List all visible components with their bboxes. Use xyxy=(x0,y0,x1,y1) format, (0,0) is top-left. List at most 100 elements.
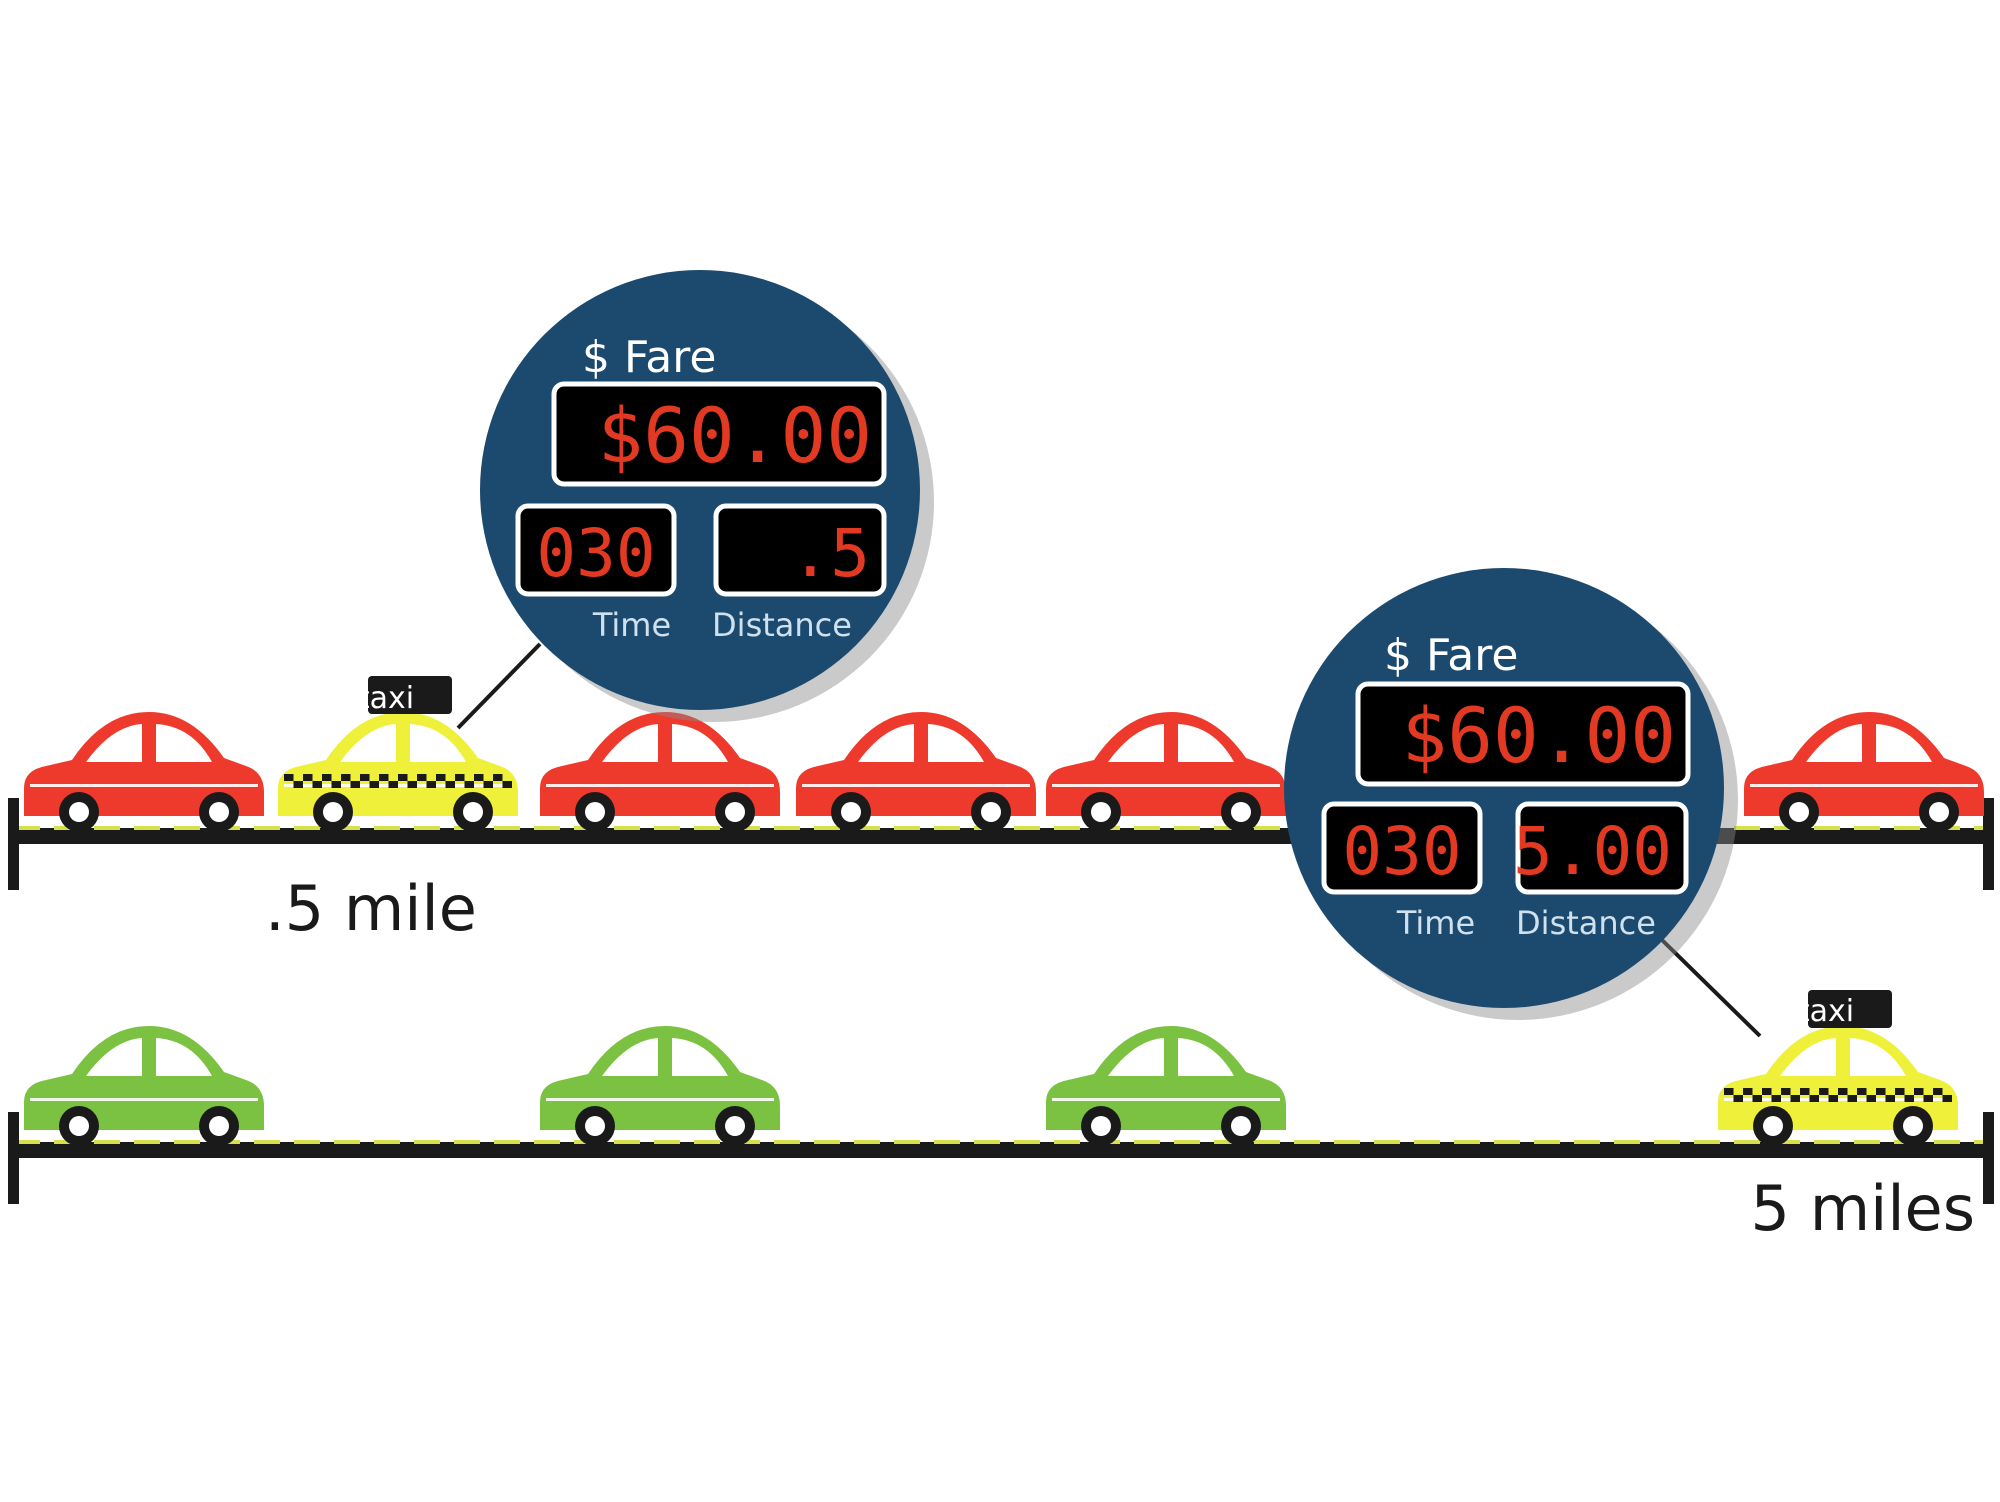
bottom-taxi-car-checker xyxy=(1790,1095,1800,1102)
bottom-taxi-car-checker xyxy=(1866,1095,1876,1102)
top-taxi-car-checker xyxy=(474,774,484,781)
bottom-taxi-car-checker-band xyxy=(1724,1088,1952,1102)
top-meter-time-label: Time xyxy=(592,606,671,644)
bottom-taxi-car-checker xyxy=(1781,1088,1791,1095)
bottom-taxi-car-checker xyxy=(1724,1088,1734,1095)
green-car-3-front-window xyxy=(1108,1038,1164,1076)
top-meter-distance-value: .5 xyxy=(791,515,870,592)
red-car-4-body xyxy=(1046,712,1286,816)
top-taxi-car-checker xyxy=(483,781,493,788)
bottom-taxi-car-checker xyxy=(1923,1095,1933,1102)
bottom-road xyxy=(8,1112,1994,1204)
top-meter-disc xyxy=(480,270,920,710)
red-car-5-body xyxy=(1744,712,1984,816)
top-taxi-car-checker xyxy=(388,781,398,788)
green-cars xyxy=(24,1026,1286,1146)
red-car-4-front-window xyxy=(1108,724,1164,762)
top-taxi-car-checker xyxy=(341,774,351,781)
bottom-taxi-car-checker xyxy=(1819,1088,1829,1095)
top-taxi-car-checker xyxy=(445,781,455,788)
green-car-3-rear-window xyxy=(1178,1038,1234,1076)
green-car-1-front-wheel-hub xyxy=(69,1116,89,1136)
green-car-1-front-window xyxy=(86,1038,142,1076)
bottom-taxi-car-rear-window xyxy=(1850,1038,1906,1076)
top-taxi-car-checker xyxy=(493,774,503,781)
bottom-taxi-car-checker xyxy=(1933,1088,1943,1095)
top-taxi-car-checker xyxy=(303,774,313,781)
bottom-taxi-sign-text: taxi xyxy=(1798,994,1854,1029)
red-car-1-body xyxy=(24,712,264,816)
bottom-meter-distance-label: Distance xyxy=(1516,904,1656,942)
green-car-2-front-wheel-hub xyxy=(585,1116,605,1136)
top-taxi-car-checker xyxy=(436,774,446,781)
bottom-taxi-car xyxy=(1718,990,1958,1146)
top-taxi-car-checker xyxy=(417,774,427,781)
green-car-2-rear-window xyxy=(672,1038,728,1076)
red-car-5-rear-window xyxy=(1876,724,1932,762)
green-car-1-trim xyxy=(30,1098,258,1101)
top-meter-time-display xyxy=(515,503,677,597)
red-car-3-body xyxy=(796,712,1036,816)
green-car-2-body xyxy=(540,1026,780,1130)
red-car-2-front-wheel-hub xyxy=(585,802,605,822)
red-car-4-trim xyxy=(1052,784,1280,787)
bottom-taxi-car-checker xyxy=(1771,1095,1781,1102)
green-car-1-rear-wheel-hub xyxy=(209,1116,229,1136)
top-taxi-car-roof-sign xyxy=(368,676,452,714)
bottom-meter-fare-display xyxy=(1355,681,1691,787)
top-meter-distance-label: Distance xyxy=(712,606,852,644)
top-taxi-car-front-window xyxy=(340,724,396,762)
bottom-meter-fare-label: $ Fare xyxy=(1384,630,1518,681)
red-car-4-front-wheel-hub xyxy=(1091,802,1111,822)
bottom-taxi-car-checker xyxy=(1876,1088,1886,1095)
bottom-taxi-car-checker xyxy=(1895,1088,1905,1095)
red-car-2-rear-window xyxy=(672,724,728,762)
top-taxi-car-checker xyxy=(360,774,370,781)
red-car-3-front-wheel-hub xyxy=(841,802,861,822)
top-taxi-car-front-wheel-hub xyxy=(323,802,343,822)
top-taxi-car-checker xyxy=(331,781,341,788)
green-car-1-rear-window xyxy=(156,1038,212,1076)
green-car-2-front-window xyxy=(602,1038,658,1076)
bottom-taxi-car-checker xyxy=(1904,1095,1914,1102)
top-road-distance-label: .5 mile xyxy=(265,872,477,945)
green-car-3 xyxy=(1046,1026,1286,1146)
bottom-taxi-car-checker xyxy=(1914,1088,1924,1095)
red-car-3-front-window xyxy=(858,724,914,762)
green-car-3-body xyxy=(1046,1026,1286,1130)
top-taxi-car-body xyxy=(278,712,518,816)
bottom-taxi-car-checker xyxy=(1762,1088,1772,1095)
bottom-meter-time-value: 030 xyxy=(1342,813,1461,890)
red-car-1-front-wheel-hub xyxy=(69,802,89,822)
bottom-taxi-car-checker xyxy=(1857,1088,1867,1095)
bottom-meter-fare-value: $60.00 xyxy=(1401,691,1676,780)
green-car-1 xyxy=(24,1026,264,1146)
top-taxi-car-checker xyxy=(369,781,379,788)
red-car-1-front-window xyxy=(86,724,142,762)
bottom-taxi-car-checker xyxy=(1752,1095,1762,1102)
bottom-taxi-car-checker xyxy=(1942,1095,1952,1102)
top-taxi-car-checker xyxy=(312,781,322,788)
top-road-end-tick xyxy=(1983,798,1994,890)
red-car-4 xyxy=(1046,712,1286,832)
bottom-taxi-car-checker xyxy=(1828,1095,1838,1102)
top-taxi-car-checker-band xyxy=(284,774,512,788)
red-car-5 xyxy=(1744,712,1984,832)
top-taxi-car-checker xyxy=(502,781,512,788)
top-taxi-car-checker xyxy=(293,781,303,788)
green-car-2 xyxy=(540,1026,780,1146)
top-taxi-sign-text: taxi xyxy=(358,681,414,716)
top-taxi xyxy=(278,676,518,832)
red-car-2 xyxy=(540,712,780,832)
red-car-1-rear-window xyxy=(156,724,212,762)
top-taxi-car-checker xyxy=(426,781,436,788)
bottom-road-start-tick xyxy=(8,1112,19,1204)
bottom-meter-pointer xyxy=(1660,938,1762,1038)
bottom-taxi-car-checker xyxy=(1743,1088,1753,1095)
red-car-4-rear-window xyxy=(1178,724,1234,762)
top-taxi-car-checker xyxy=(322,774,332,781)
bottom-taxi-car-checker xyxy=(1885,1095,1895,1102)
green-car-2-trim xyxy=(546,1098,774,1101)
top-meter-fare-value: $60.00 xyxy=(597,391,872,480)
bottom-road-end-tick xyxy=(1983,1112,1994,1204)
